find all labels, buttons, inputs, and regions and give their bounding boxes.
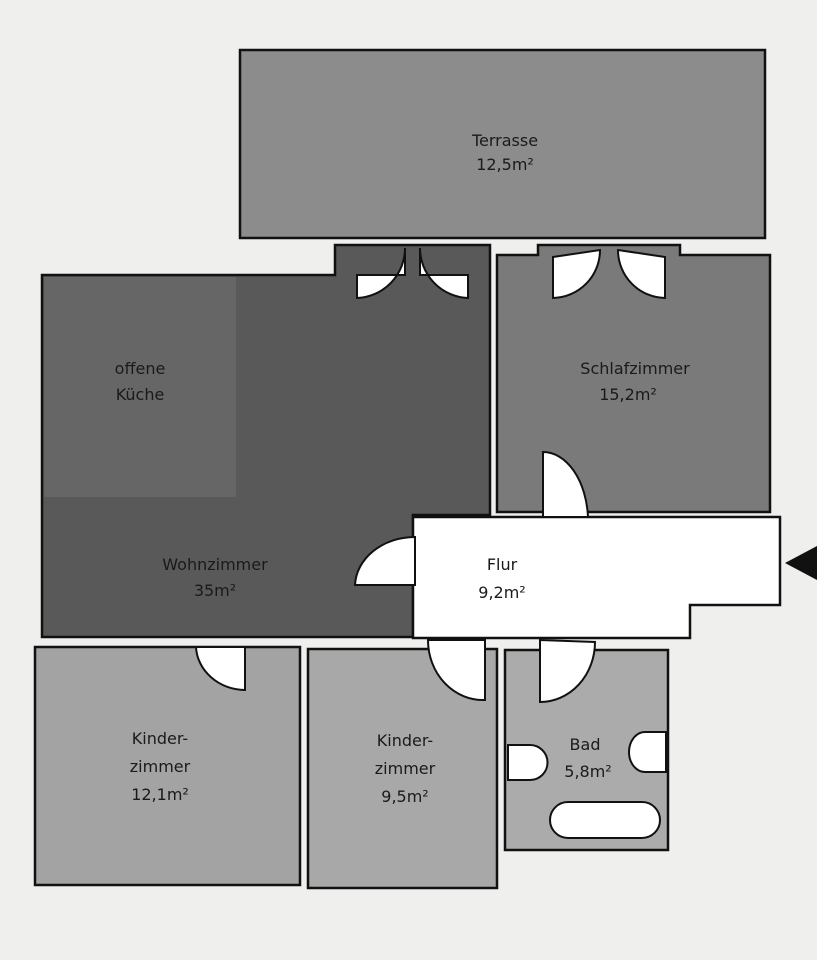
door-swing-icon [353,535,416,586]
kitchen-area [44,277,236,497]
schlafzimmer-area: 15,2m² [599,385,657,404]
kinderzimmer-1-area: 12,1m² [131,785,189,804]
door-swing-icon [552,248,602,300]
bad-label: Bad [570,735,601,754]
door-swing-icon [194,646,246,692]
schlafzimmer-label: Schlafzimmer [580,359,690,378]
door-swing-icon [356,247,407,300]
door-swing-icon [418,247,469,300]
kinderzimmer-2-area: 9,5m² [381,787,428,806]
entrance-arrow-icon [785,546,817,580]
kinderzimmer-2-label-2: zimmer [375,759,436,778]
door-swing-icon [542,450,590,518]
kueche-label-1: offene [115,359,166,378]
bad-area: 5,8m² [564,762,611,781]
kinderzimmer-1-label-1: Kinder- [132,729,188,748]
bathtub-icon [549,801,661,839]
flur-label: Flur [487,555,518,574]
kinderzimmer-1-label-2: zimmer [130,757,191,776]
door-swing-icon [616,248,666,300]
wohnzimmer-label: Wohnzimmer [162,555,268,574]
wohnzimmer-area: 35m² [194,581,236,600]
toilet-icon [507,744,549,781]
room-flur [411,515,782,640]
door-swing-icon [539,638,597,704]
kueche-label-2: Küche [116,385,165,404]
room-kinderzimmer-1 [33,645,302,887]
terrasse-label: Terrasse [471,131,538,150]
kinderzimmer-2-label-1: Kinder- [377,731,433,750]
room-terrasse [238,48,767,240]
terrasse-area: 12,5m² [476,155,534,174]
door-swing-icon [426,639,486,702]
flur-area: 9,2m² [478,583,525,602]
sink-icon [628,731,667,773]
